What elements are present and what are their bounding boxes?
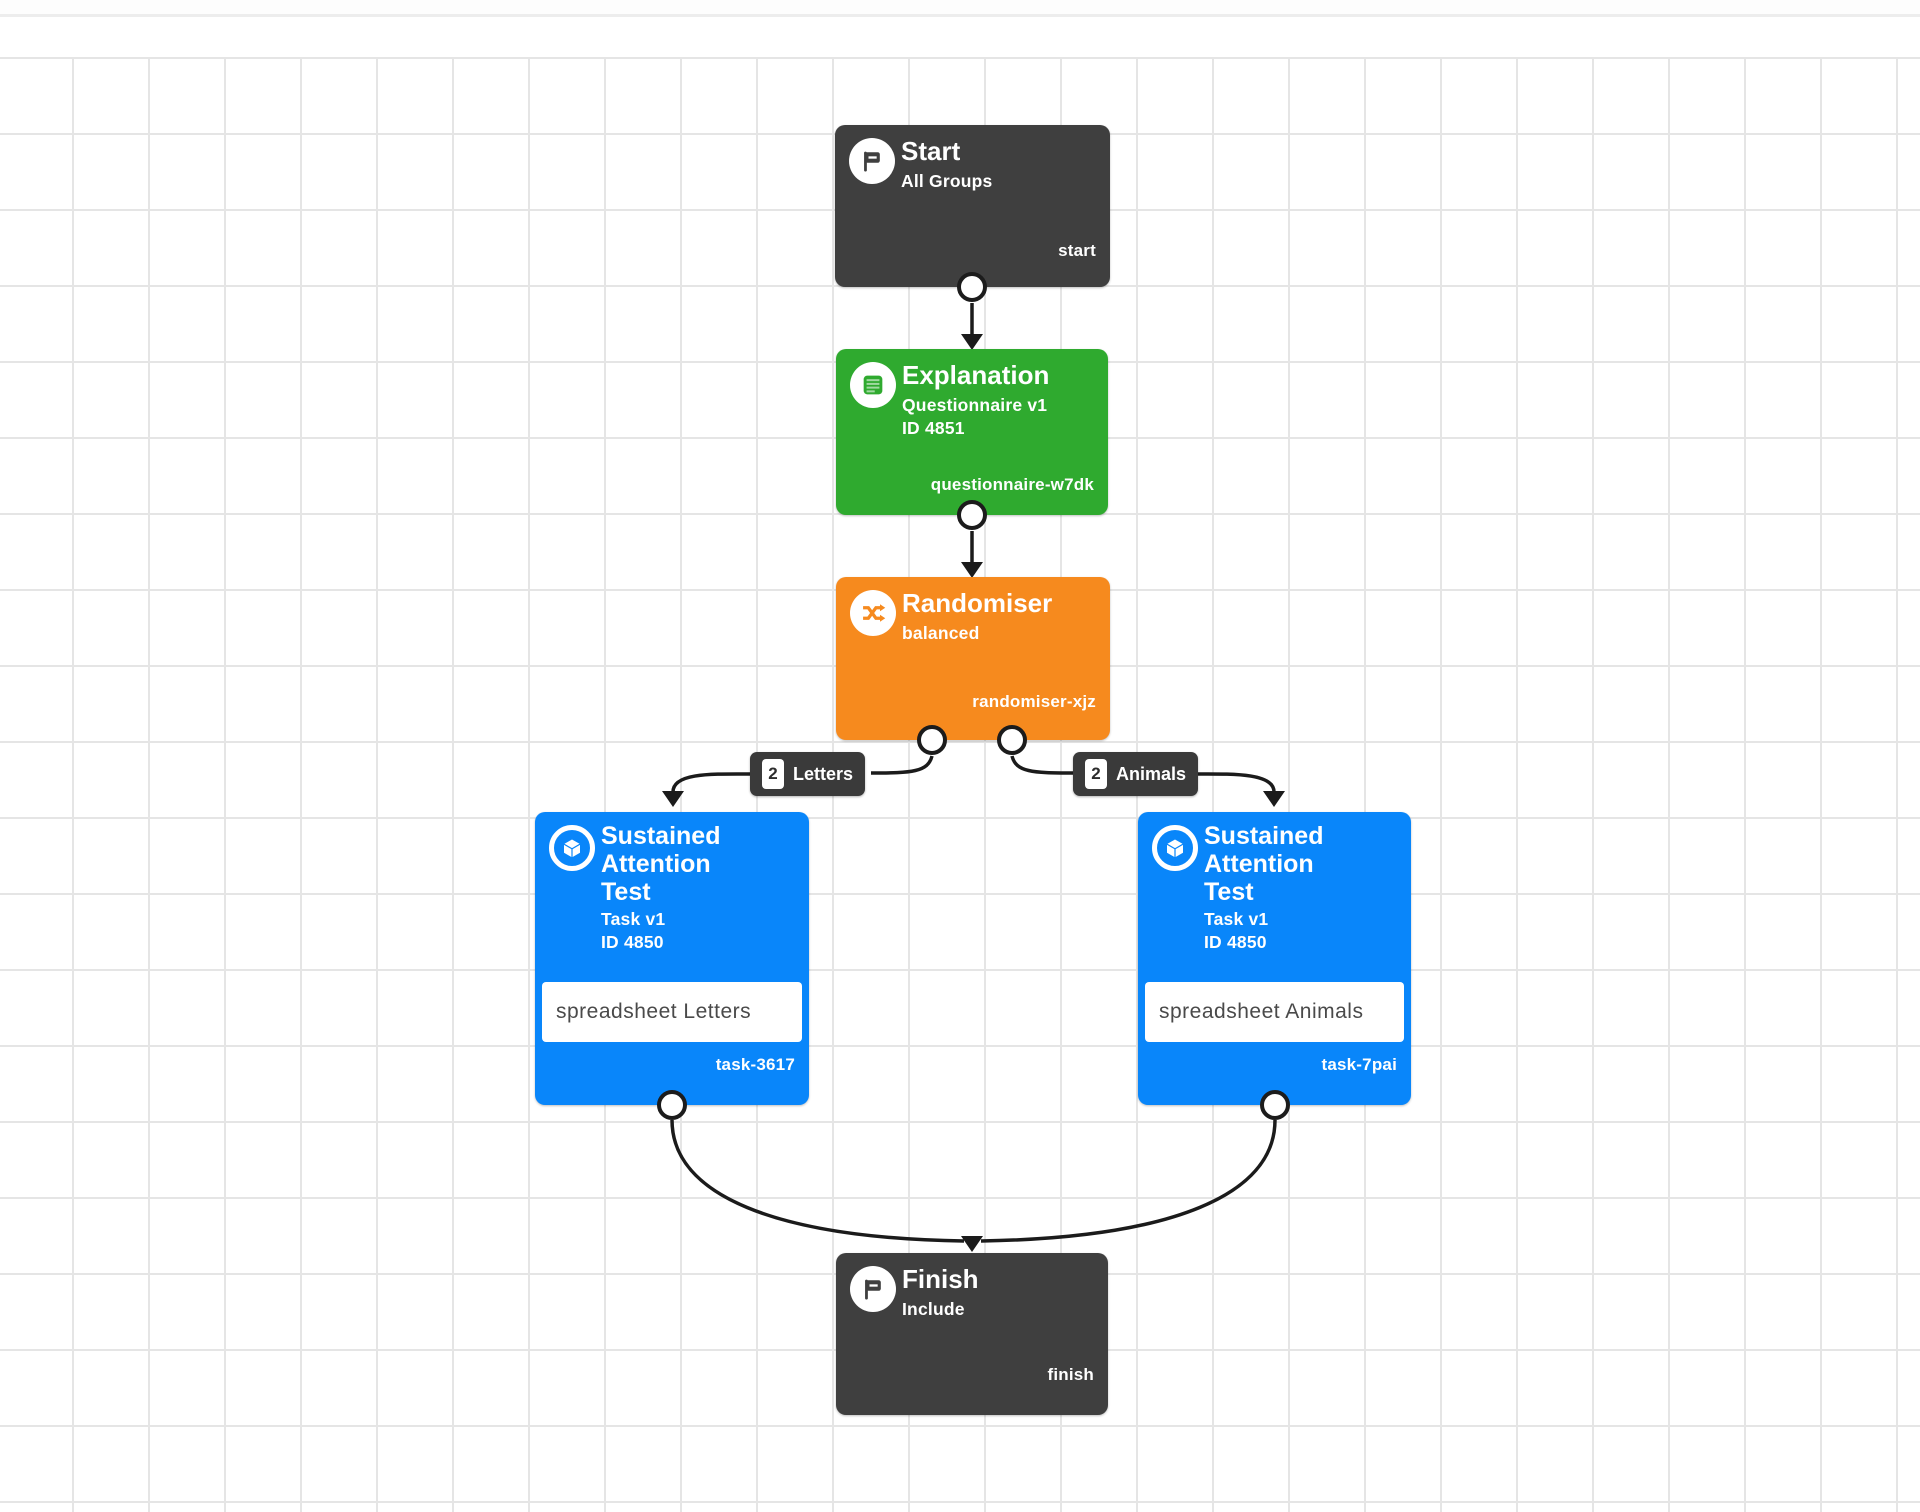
node-version: Task v1 (1204, 909, 1269, 929)
node-explanation[interactable]: Explanation Questionnaire v1 ID 4851 que… (836, 349, 1108, 515)
node-subtitle: balanced (902, 623, 980, 643)
flag-icon (849, 138, 895, 184)
spreadsheet-field[interactable]: spreadsheet Letters (542, 982, 802, 1042)
node-title: Sustained Attention Test (601, 822, 721, 906)
node-version: Task v1 (601, 909, 666, 929)
output-port-task-animals[interactable] (1260, 1090, 1290, 1120)
top-divider (0, 14, 1920, 17)
node-key: task-3617 (715, 1055, 795, 1074)
node-id: ID 4850 (1204, 932, 1267, 952)
questionnaire-icon (850, 362, 896, 408)
node-subtitle: All Groups (901, 171, 993, 191)
node-subtitle: Include (902, 1299, 965, 1319)
node-version: Questionnaire v1 (902, 395, 1048, 415)
arrowhead (1263, 791, 1285, 807)
edge-label-letters[interactable]: 2 Letters (750, 752, 866, 796)
node-key: questionnaire-w7dk (930, 475, 1094, 494)
node-key: task-7pai (1321, 1055, 1397, 1074)
edge-randomiser-letters-a (870, 755, 934, 775)
edge-weight-badge: 2 (1085, 759, 1107, 789)
edge-weight-badge: 2 (762, 759, 784, 789)
node-title: Finish (902, 1264, 979, 1294)
top-bar (0, 0, 1920, 14)
edge-label-text: Letters (793, 763, 854, 784)
node-id: ID 4850 (601, 932, 664, 952)
node-task-letters[interactable]: Sustained Attention Test Task v1 ID 4850… (535, 812, 809, 1105)
node-key: randomiser-xjz (972, 692, 1096, 711)
output-port-randomiser-left[interactable] (917, 725, 947, 755)
flag-icon (850, 1266, 896, 1312)
output-port-task-letters[interactable] (657, 1090, 687, 1120)
edge-randomiser-animals-a (1010, 755, 1074, 775)
edge-label-animals[interactable]: 2 Animals (1073, 752, 1199, 796)
arrowhead (662, 791, 684, 807)
edge-letters-finish (670, 1119, 965, 1243)
output-port-start[interactable] (957, 272, 987, 302)
node-finish[interactable]: Finish Include finish (836, 1253, 1108, 1415)
node-title: Sustained Attention Test (1204, 822, 1324, 906)
task-cube-icon (549, 825, 595, 871)
node-title: Explanation (902, 360, 1050, 390)
shuffle-icon (850, 590, 896, 636)
edge-randomiser-letters-b (671, 772, 756, 793)
spreadsheet-field[interactable]: spreadsheet Animals (1145, 982, 1404, 1042)
edge-label-text: Animals (1116, 763, 1187, 784)
node-task-animals[interactable]: Sustained Attention Test Task v1 ID 4850… (1138, 812, 1411, 1105)
output-port-explanation[interactable] (957, 500, 987, 530)
node-key: finish (1047, 1365, 1094, 1384)
output-port-randomiser-right[interactable] (997, 725, 1027, 755)
edge-animals-finish (980, 1119, 1277, 1243)
node-title: Start (901, 136, 961, 166)
task-cube-icon (1152, 825, 1198, 871)
node-id: ID 4851 (902, 418, 965, 438)
arrowhead (961, 562, 983, 578)
edge-randomiser-animals-b (1188, 772, 1276, 793)
arrowhead (961, 334, 983, 350)
node-start[interactable]: Start All Groups start (835, 125, 1110, 287)
node-key: start (1058, 241, 1096, 260)
node-title: Randomiser (902, 588, 1053, 618)
node-randomiser[interactable]: Randomiser balanced randomiser-xjz (836, 577, 1110, 740)
arrowhead (961, 1236, 983, 1252)
